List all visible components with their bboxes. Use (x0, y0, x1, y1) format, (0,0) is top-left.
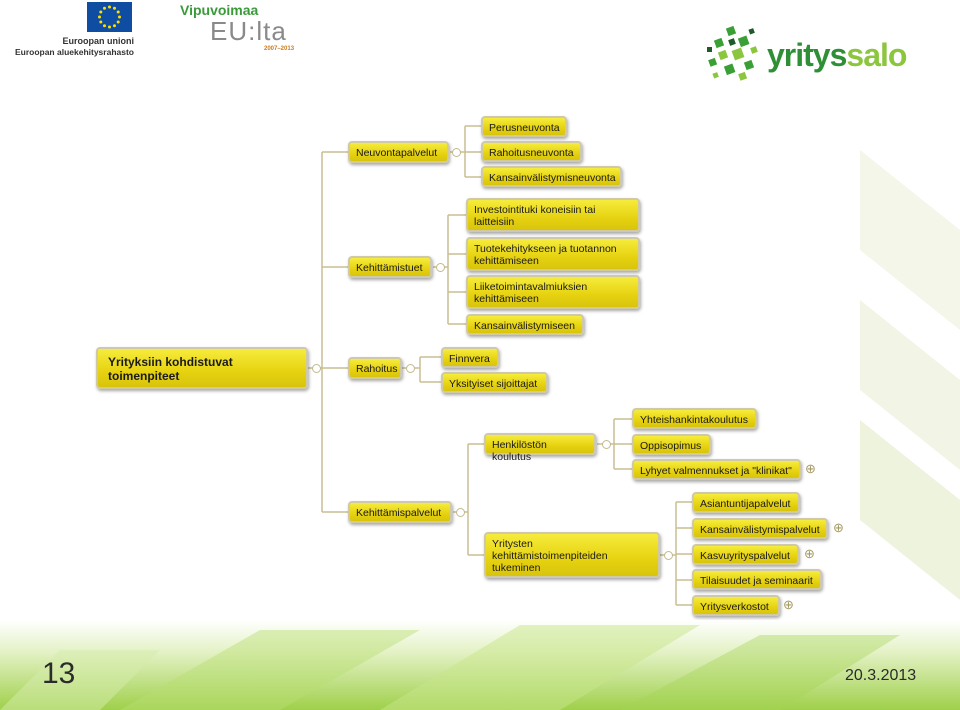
node-liiketoimintavalmiudet[interactable]: Liiketoimintavalmiuksien kehittämiseen (466, 275, 640, 309)
expand-kasvuyrityspalvelut-icon[interactable]: ⊕ (804, 546, 815, 561)
pixel-cluster-icon (707, 25, 758, 81)
node-lyhyet-valmennukset[interactable]: Lyhyet valmennukset ja "klinikat" (632, 459, 801, 480)
node-yritysverkostot[interactable]: Yritysverkostot (692, 595, 780, 616)
footer-band (0, 620, 960, 710)
henkilosto-collapse-icon[interactable] (602, 440, 611, 449)
slide-date: 20.3.2013 (845, 667, 917, 684)
neuvonta-collapse-icon[interactable] (452, 148, 461, 157)
eu-text-line1: Euroopan unioni (62, 36, 135, 46)
node-kansainvalistymispalvelut[interactable]: Kansainvälistymispalvelut (692, 518, 828, 539)
eu-text-line2: Euroopan aluekehitysrahasto (14, 47, 134, 57)
node-neuvontapalvelut[interactable]: Neuvontapalvelut (348, 141, 449, 163)
yrityssalo-logo: yrityssalo (705, 25, 915, 87)
node-yhteishankintakoulutus[interactable]: Yhteishankintakoulutus (632, 408, 757, 429)
vipuvoimaa-years: 2007–2013 (264, 46, 295, 52)
node-investointituki[interactable]: Investointituki koneisiin tai laitteisii… (466, 198, 640, 232)
node-henkiloston-koulutus[interactable]: Henkilöstön koulutus (484, 433, 596, 463)
node-oppisopimus[interactable]: Oppisopimus (632, 434, 711, 455)
node-kehittamistuet[interactable]: Kehittämistuet (348, 256, 432, 278)
node-asiantuntijapalvelut[interactable]: Asiantuntijapalvelut (692, 492, 800, 513)
vipuvoimaa-main: EU:lta (210, 16, 287, 46)
yritysten-collapse-icon[interactable] (664, 551, 673, 560)
node-kansainvalistymisneuvonta[interactable]: Kansainvälistymisneuvonta (481, 166, 622, 187)
node-yritysten-kehittaminen[interactable]: Yritysten kehittämistoimenpiteiden tukem… (484, 532, 660, 578)
node-finnvera[interactable]: Finnvera (441, 347, 499, 368)
node-yksityiset-sijoittajat[interactable]: Yksityiset sijoittajat (441, 372, 548, 393)
node-tuotekehitys[interactable]: Tuotekehitykseen ja tuotannon kehittämis… (466, 237, 640, 271)
expand-yritysverkostot-icon[interactable]: ⊕ (783, 597, 794, 612)
node-kasvuyrityspalvelut[interactable]: Kasvuyrityspalvelut (692, 544, 799, 565)
node-tilaisuudet[interactable]: Tilaisuudet ja seminaarit (692, 569, 822, 590)
root-node[interactable]: Yrityksiin kohdistuvat toimenpiteet (96, 347, 308, 389)
rahoitus-collapse-icon[interactable] (406, 364, 415, 373)
node-rahoitusneuvonta[interactable]: Rahoitusneuvonta (481, 141, 582, 162)
kehittamispalvelut-collapse-icon[interactable] (456, 508, 465, 517)
node-kansainvalistymiseen[interactable]: Kansainvälistymiseen (466, 314, 584, 335)
node-perusneuvonta[interactable]: Perusneuvonta (481, 116, 567, 137)
eu-logo: Euroopan unioni Euroopan aluekehitysraha… (14, 2, 139, 58)
expand-lyhyet-icon[interactable]: ⊕ (805, 461, 816, 476)
expand-kansainvalistymispalvelut-icon[interactable]: ⊕ (833, 520, 844, 535)
root-collapse-icon[interactable] (312, 364, 321, 373)
page-number: 13 (42, 657, 76, 690)
vipuvoimaa-logo: Vipuvoimaa EU:lta 2007–2013 (180, 2, 300, 56)
eu-flag-icon (87, 2, 132, 32)
yrityssalo-wordmark: yrityssalo (767, 37, 907, 74)
node-rahoitus[interactable]: Rahoitus (348, 357, 402, 379)
yritys-text: yritys (767, 37, 847, 73)
node-kehittamispalvelut[interactable]: Kehittämispalvelut (348, 501, 452, 523)
vipuvoimaa-title: Vipuvoimaa (180, 2, 259, 18)
salo-text: salo (846, 37, 907, 73)
kehittamistuet-collapse-icon[interactable] (436, 263, 445, 272)
